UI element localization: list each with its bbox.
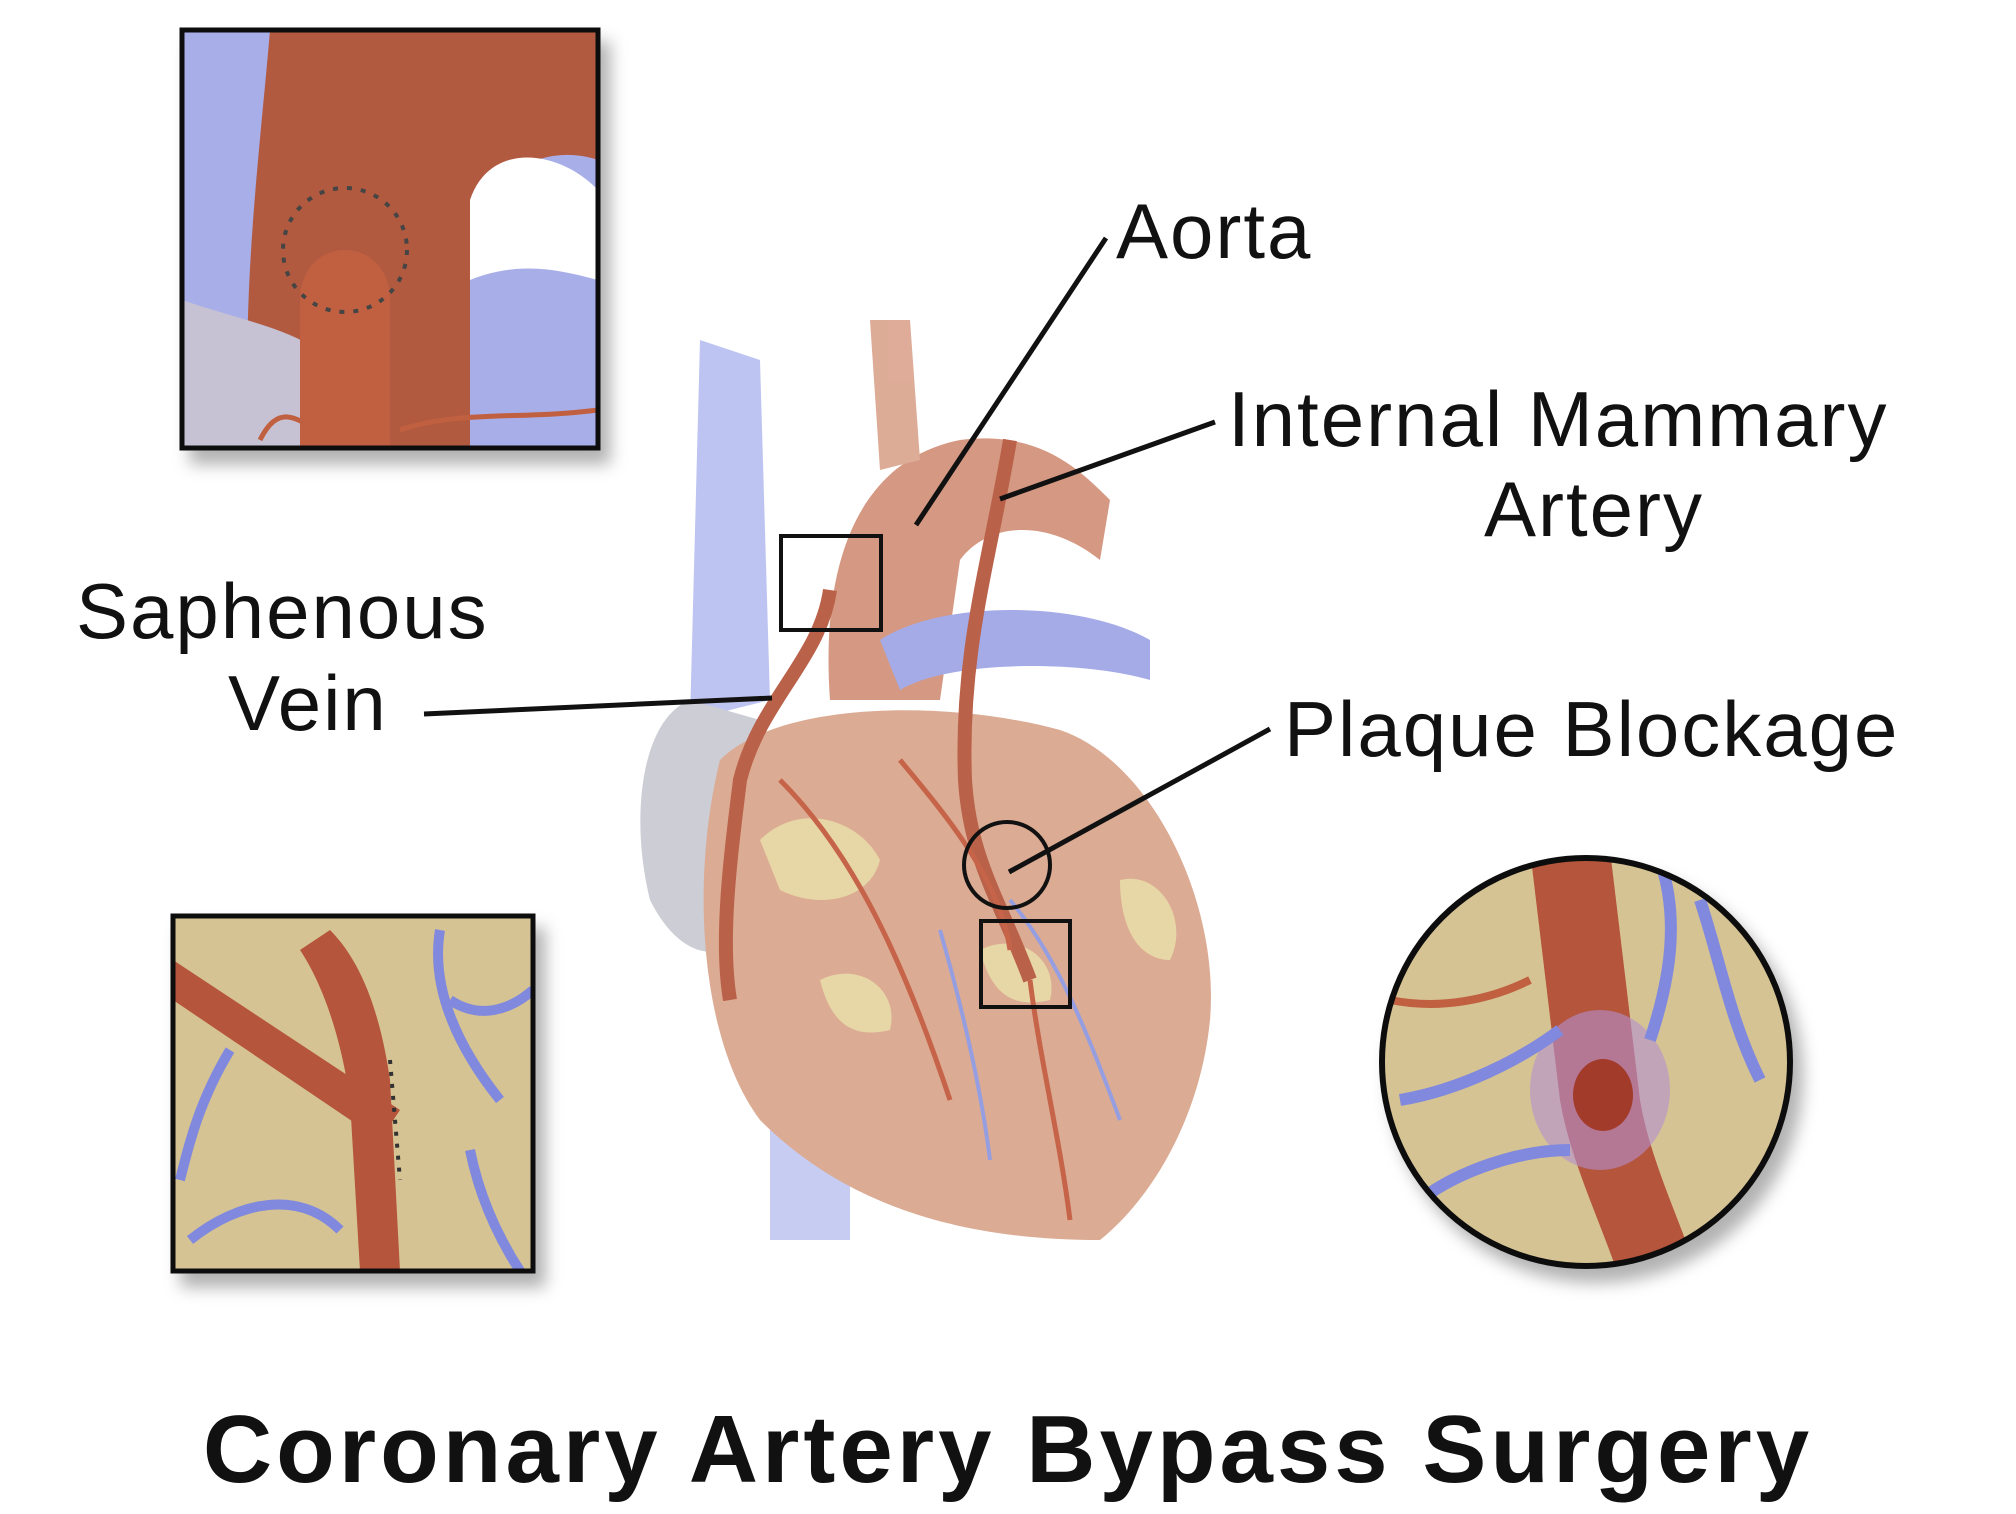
superior-vena-cava: [690, 340, 770, 720]
pulmonary-veins: [880, 610, 1150, 690]
aorta-leader-line: [913, 236, 1109, 527]
saphenous-leader-line: [423, 695, 773, 717]
internal-mammary-label-line1: Internal Mammary: [1228, 375, 1889, 463]
coronary-vessels: [778, 758, 1073, 1221]
cardiac-veins: [938, 898, 1122, 1161]
plaque-circle-marker: [962, 820, 1052, 910]
fat-patches: [760, 818, 1177, 1033]
plaque-leader-line: [1007, 726, 1272, 875]
inset-aorta-anastomosis: [179, 27, 601, 451]
saphenous-vein-graft: [718, 588, 837, 1002]
internal-mammary-label-line2: Artery: [1484, 465, 1705, 553]
saphenous-label-line2: Vein: [228, 659, 388, 747]
saphenous-label-line1: Saphenous: [76, 567, 489, 655]
plaque-blockage-label: Plaque Blockage: [1284, 685, 1900, 773]
internal-mammary-leader-line: [999, 419, 1216, 502]
inset-graft-anastomosis: [170, 913, 536, 1274]
heart-illustration: [640, 320, 1211, 1240]
aorta-branch: [870, 320, 920, 470]
aorta-label: Aorta: [1116, 187, 1313, 275]
diagram-title: Coronary Artery Bypass Surgery: [202, 1396, 1814, 1503]
aorta-graft-box: [779, 534, 883, 632]
inset-plaque-blockage: [1379, 855, 1793, 1269]
graft-anastomosis-box: [979, 919, 1072, 1009]
